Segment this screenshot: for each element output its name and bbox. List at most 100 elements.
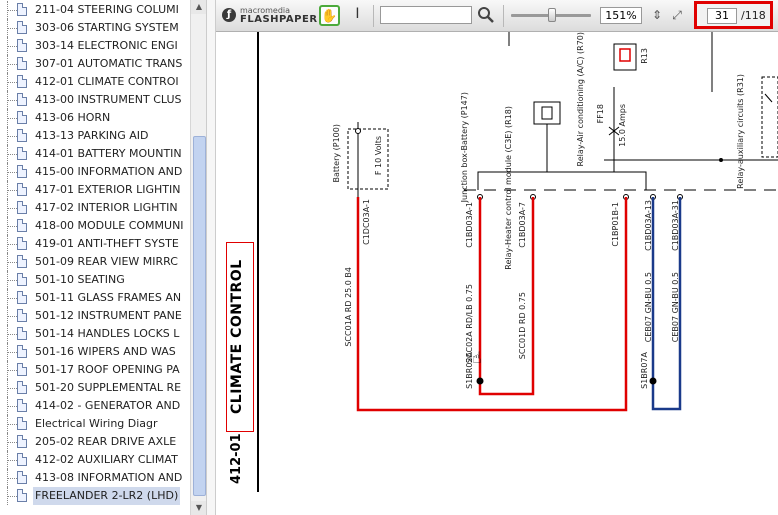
tree-item[interactable]: 211-04 STEERING COLUMI [0,1,190,19]
tree-item[interactable]: 412-02 AUXILIARY CLIMAT [0,451,190,469]
tree-item-label: 501-16 WIPERS AND WAS [35,345,176,358]
tree-item[interactable]: 501-12 INSTRUMENT PANE [0,307,190,325]
tree-item[interactable]: 417-02 INTERIOR LIGHTIN [0,199,190,217]
document-icon [17,21,27,34]
tree-item[interactable]: 413-13 PARKING AID [0,127,190,145]
tree-item[interactable]: 501-20 SUPPLEMENTAL RE [0,379,190,397]
tree-item-label: 413-13 PARKING AID [35,129,149,142]
text-select-tool-button[interactable]: Ι [347,5,368,26]
tree-item[interactable]: 413-06 HORN [0,109,190,127]
splice-dot [649,377,657,385]
tree-item-label: 307-01 AUTOMATIC TRANS [35,57,183,70]
tree-item[interactable]: 501-11 GLASS FRAMES AN [0,289,190,307]
document-icon [17,75,27,88]
tree-connector [8,172,17,173]
tree-connector [8,100,17,101]
tree-item-label: 501-09 REAR VIEW MIRRC [35,255,178,268]
fit-width-icon[interactable]: ⇕ [651,8,663,22]
tree-connector [7,91,9,109]
zoom-slider-thumb[interactable] [548,8,556,22]
tree-item[interactable]: Electrical Wiring Diagr [0,415,190,433]
tree-connector [7,379,9,397]
scroll-down-icon[interactable]: ▼ [191,501,207,515]
jb-pin-r-label: C1BP01B-1 [611,202,620,247]
battery-wire-label: SCC01A RD 25.0 B4 [344,267,353,347]
document-icon [17,39,27,52]
tree-item[interactable]: 413-08 INFORMATION AND [0,469,190,487]
tree-connector [8,10,17,11]
battery-box [347,128,389,190]
tree-item-label: 417-01 EXTERIOR LIGHTIN [35,183,181,196]
tree-item-label: 418-00 MODULE COMMUNI [35,219,184,232]
tree-connector [7,109,9,127]
document-icon [17,3,27,16]
tree-item[interactable]: 501-10 SEATING [0,271,190,289]
tree-item[interactable]: 303-06 STARTING SYSTEM [0,19,190,37]
tree-item[interactable]: 412-01 CLIMATE CONTROI [0,73,190,91]
relay-ac-code-label: R13 [640,48,649,64]
search-button[interactable] [477,6,495,24]
tree-connector [7,1,9,19]
tree-connector [7,469,9,487]
tree-connector [8,46,17,47]
tree-connector [8,460,17,461]
page-number-input[interactable]: 31 [707,8,737,24]
tree-item[interactable]: 501-09 REAR VIEW MIRRC [0,253,190,271]
tree-connector [8,424,17,425]
tree-connector [7,145,9,163]
panel-splitter[interactable] [206,0,216,515]
junction-box-label: Junction box-Battery (P147) [460,92,469,203]
title-highlight-box [226,242,254,432]
tree-item[interactable]: 307-01 AUTOMATIC TRANS [0,55,190,73]
document-icon [17,417,27,430]
tree-item-label: 501-20 SUPPLEMENTAL RE [35,381,182,394]
flashpaper-logo: ƒ macromedia FLASHPAPER [222,6,322,26]
fuse-f18-label: FF18 [596,104,605,124]
tree-item[interactable]: 303-14 ELECTRONIC ENGI [0,37,190,55]
tree-item[interactable]: 501-17 ROOF OPENING PA [0,361,190,379]
tree-connector [7,181,9,199]
red-wire-battery-loop [356,197,628,412]
tree-item[interactable]: 413-00 INSTRUMENT CLUS [0,91,190,109]
tree-item-label: 417-02 INTERIOR LIGHTIN [35,201,178,214]
tree-connector [7,199,9,217]
tree-connector [7,73,9,91]
scrollbar-thumb[interactable] [193,136,206,496]
fit-page-icon[interactable]: ⤢ [672,8,682,22]
tree-item[interactable]: 419-01 ANTI-THEFT SYSTE [0,235,190,253]
tree-scrollbar[interactable]: ▲ ▼ [190,0,207,515]
toolbar-separator [373,5,374,27]
tree-item[interactable]: FREELANDER 2-LR2 (LHD) [0,487,190,505]
tree-item[interactable]: 501-16 WIPERS AND WAS [0,343,190,361]
document-icon [17,201,27,214]
search-input[interactable] [380,6,472,24]
tree-connector [7,19,9,37]
blue-pin-1-label: C1BD03A-13 [644,200,653,251]
document-icon [17,453,27,466]
tree-connector [7,253,9,271]
tree-connector [8,82,17,83]
battery-voltage-label: F 10 Volts [374,136,383,176]
hand-tool-button[interactable]: ✋ [319,5,340,26]
tree-item[interactable]: 501-14 HANDLES LOCKS L [0,325,190,343]
battery-connector-label: C1DC03A-1 [362,199,371,245]
scroll-up-icon[interactable]: ▲ [191,0,207,14]
tree-item[interactable]: 418-00 MODULE COMMUNI [0,217,190,235]
tree-connector [8,298,17,299]
tree-connector [7,163,9,181]
zoom-level[interactable]: 151% [600,7,642,24]
document-page[interactable]: CLIMATE CONTROL 412-01 Battery (P100) Ju… [216,32,778,515]
tree-item[interactable]: 415-00 INFORMATION AND [0,163,190,181]
document-icon [17,237,27,250]
tree-item[interactable]: 417-01 EXTERIOR LIGHTIN [0,181,190,199]
document-icon [17,435,27,448]
tree-item[interactable]: 414-02 - GENERATOR AND [0,397,190,415]
tree-item[interactable]: 414-01 BATTERY MOUNTIN [0,145,190,163]
tree-item[interactable]: 205-02 REAR DRIVE AXLE [0,433,190,451]
tree-item-label: 211-04 STEERING COLUMI [35,3,179,16]
tree-connector [8,280,17,281]
tree-connector [8,334,17,335]
tree-connector [8,370,17,371]
document-icon [17,327,27,340]
tree-connector [8,496,17,497]
